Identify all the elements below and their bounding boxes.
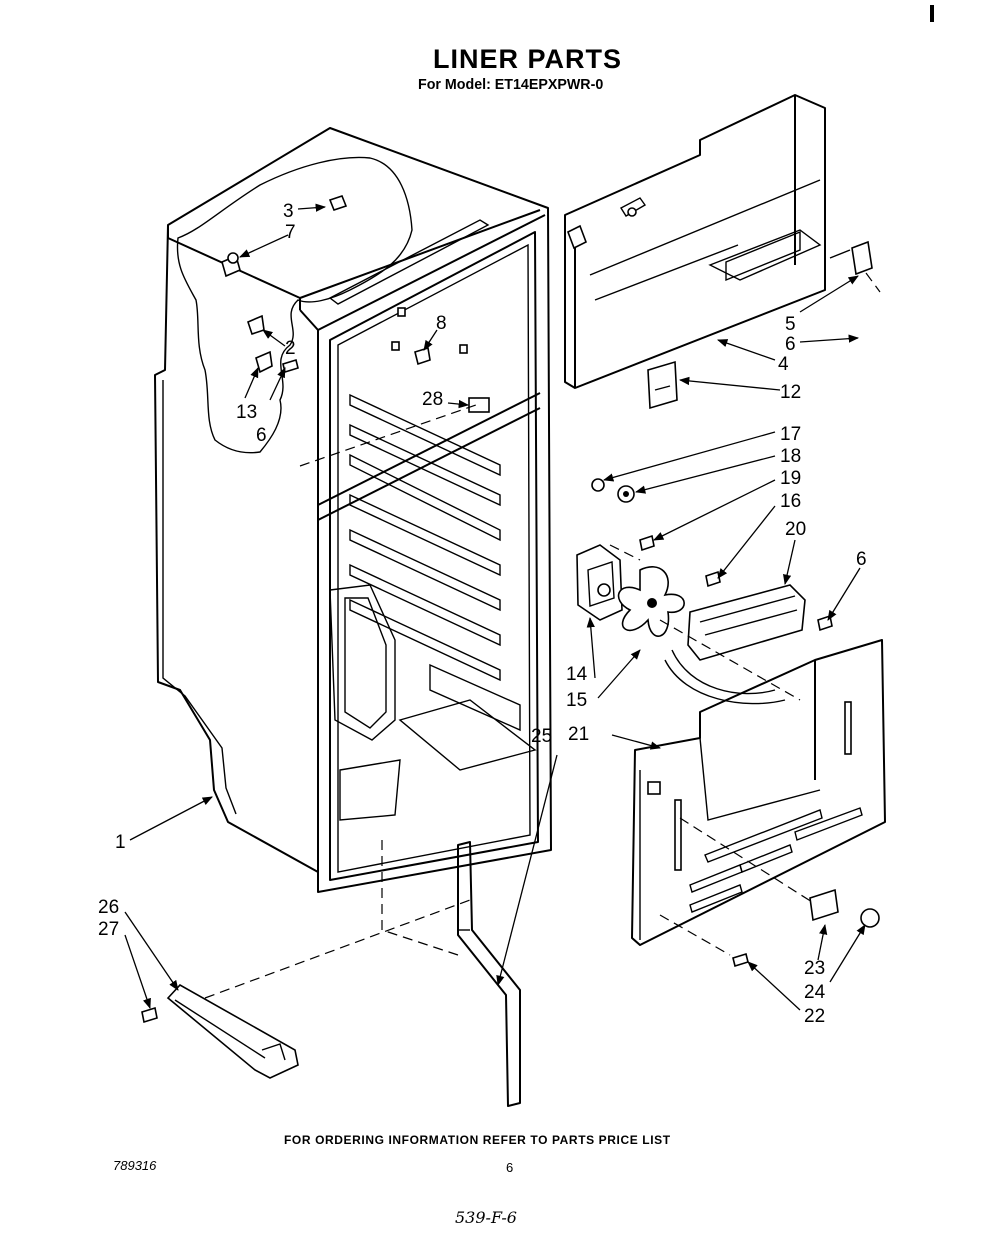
- part-26-bracket: [141, 983, 299, 1079]
- lower-panel: [631, 639, 886, 968]
- model-line: For Model: ET14EPXPWR-0: [418, 76, 604, 93]
- callout-leaders: [124, 203, 866, 1011]
- callout-8: 8: [436, 313, 447, 334]
- scan-edge-mark: [930, 5, 934, 22]
- callout-27: 27: [98, 919, 119, 940]
- upper-panel: [564, 94, 873, 389]
- ordering-note: FOR ORDERING INFORMATION REFER TO PARTS …: [284, 1133, 671, 1147]
- callout-2: 2: [285, 338, 296, 359]
- callout-15: 15: [566, 690, 587, 711]
- callout-20: 20: [785, 519, 806, 540]
- part-12-cover: [647, 360, 678, 410]
- callout-24: 24: [804, 982, 826, 1003]
- callout-4: 4: [778, 354, 789, 375]
- callout-6-right: 6: [856, 549, 867, 570]
- callout-6-upper: 6: [785, 334, 796, 355]
- callout-21: 21: [568, 724, 589, 745]
- handwritten-note: 539-F-6: [455, 1208, 517, 1227]
- callout-19: 19: [780, 468, 801, 489]
- callout-14: 14: [566, 664, 588, 685]
- document-number: 789316: [113, 1158, 157, 1173]
- callout-6-left: 6: [256, 425, 267, 446]
- callout-7: 7: [285, 222, 296, 243]
- callout-18: 18: [780, 446, 801, 467]
- callout-22: 22: [804, 1006, 825, 1027]
- callout-13: 13: [236, 402, 257, 423]
- callout-28: 28: [422, 389, 443, 410]
- callout-17: 17: [780, 424, 801, 445]
- callout-26: 26: [98, 897, 119, 918]
- assembly-dash-lines: [204, 272, 881, 999]
- fan-assembly: [576, 478, 833, 705]
- callout-12: 12: [780, 382, 801, 403]
- page-number: 6: [506, 1160, 514, 1175]
- cabinet-liner: [154, 127, 552, 893]
- callout-5: 5: [785, 314, 796, 335]
- page-title: LINER PARTS: [433, 44, 623, 74]
- part-25-seal: [457, 841, 521, 1107]
- callout-23: 23: [804, 958, 825, 979]
- callout-16: 16: [780, 491, 801, 512]
- callout-1: 1: [115, 832, 126, 853]
- callout-25: 25: [531, 726, 552, 747]
- callout-numbers: 1 3 7 2 13 6 8 28 5 6 4 12 17 18 19 16 2…: [98, 201, 867, 1027]
- callout-3: 3: [283, 201, 294, 222]
